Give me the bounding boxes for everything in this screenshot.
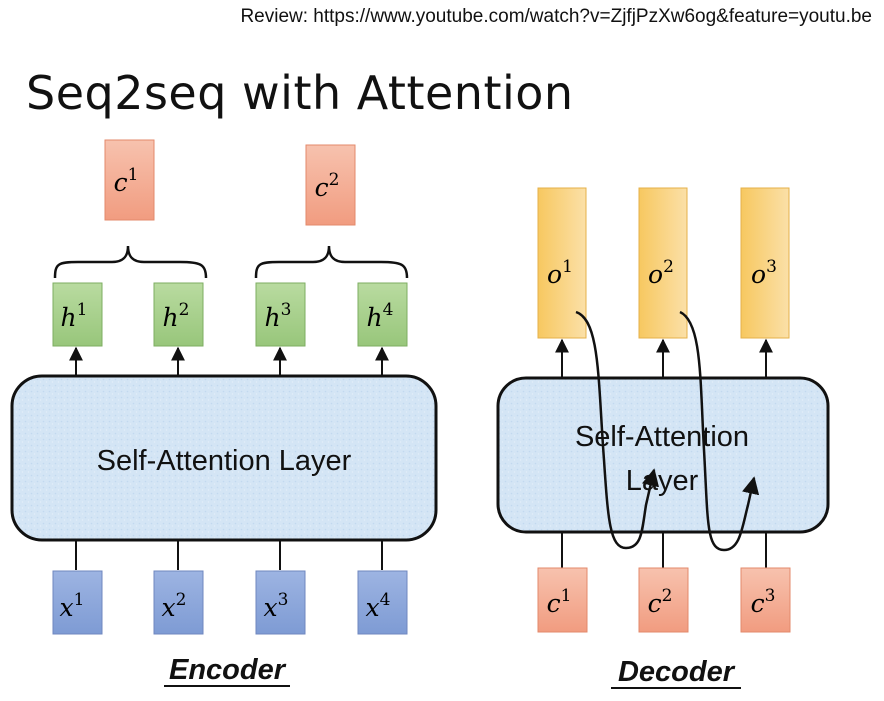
c2-base: c [315, 173, 329, 202]
o2-sup: 2 [663, 257, 674, 277]
h2-sup: 2 [179, 300, 190, 320]
encoder-input-x4: x4 [357, 570, 408, 635]
slide-title: Seq2seq with Attention [26, 66, 574, 120]
encoder-layer-label: Self-Attention Layer [97, 445, 352, 477]
svg-text:h2: h2 [163, 300, 190, 332]
brace-h1-h2 [53, 245, 208, 279]
svg-text:h1: h1 [61, 300, 88, 332]
encoder-input-x2: x2 [153, 570, 204, 635]
x1-base: x [60, 593, 74, 622]
svg-text:c1: c1 [114, 165, 139, 197]
encoder-caption: Encoder [169, 654, 287, 686]
c2-sup: 2 [329, 170, 340, 190]
decoder-self-attention-layer [496, 376, 830, 534]
encoder-input-x1: x1 [52, 570, 103, 635]
decoder-output-arrows [555, 338, 773, 378]
h4-base: h [367, 303, 383, 332]
o3-base: o [751, 260, 766, 289]
h3-sup: 3 [281, 300, 292, 320]
h3-base: h [265, 303, 281, 332]
svg-text:o3: o3 [751, 257, 777, 289]
encoder-output-h2: h2 [153, 282, 204, 347]
o2-base: o [648, 260, 663, 289]
svg-text:h4: h4 [367, 300, 394, 332]
h1-sup: 1 [77, 300, 88, 320]
svg-text:h3: h3 [265, 300, 292, 332]
h4-sup: 4 [383, 300, 394, 320]
svg-text:o1: o1 [547, 257, 573, 289]
encoder-input-connectors [75, 540, 383, 570]
encoder-context-c2: c2 [305, 144, 356, 226]
svg-text:c2: c2 [648, 586, 673, 618]
dc2-sup: 2 [662, 586, 673, 606]
o1-sup: 1 [562, 257, 573, 277]
encoder-output-arrows [69, 346, 389, 376]
encoder-input-x3: x3 [255, 570, 306, 635]
review-link-text: Review: https://www.youtube.com/watch?v=… [240, 6, 872, 27]
x3-base: x [264, 593, 278, 622]
encoder-output-h4: h4 [357, 282, 408, 347]
c1-base: c [114, 168, 128, 197]
encoder-output-h3: h3 [255, 282, 306, 347]
o1-base: o [547, 260, 562, 289]
x4-sup: 4 [380, 590, 391, 610]
brace-h3-h4 [254, 245, 409, 279]
feedback-arrow-o1 [575, 310, 660, 550]
dc1-base: c [547, 589, 561, 618]
dc3-sup: 3 [765, 586, 776, 606]
svg-text:x2: x2 [162, 590, 187, 622]
decoder-input-c1: c1 [537, 567, 588, 633]
dc1-sup: 1 [561, 586, 572, 606]
decoder-input-connectors [561, 532, 767, 568]
decoder-output-o3: o3 [740, 187, 790, 339]
c1-sup: 1 [128, 165, 139, 185]
decoder-layer-label-line2: Layer [626, 465, 699, 497]
x4-base: x [366, 593, 380, 622]
decoder-output-o1: o1 [537, 187, 587, 339]
decoder-input-c3: c3 [740, 567, 791, 633]
decoder-input-c2: c2 [638, 567, 689, 633]
feedback-arrow-o2 [679, 310, 760, 552]
svg-text:x4: x4 [366, 590, 391, 622]
encoder-context-c1: c1 [104, 139, 155, 221]
decoder-output-o2: o2 [638, 187, 688, 339]
x1-sup: 1 [74, 590, 85, 610]
x3-sup: 3 [278, 590, 289, 610]
h2-base: h [163, 303, 179, 332]
x2-sup: 2 [176, 590, 187, 610]
svg-text:x3: x3 [264, 590, 289, 622]
dc2-base: c [648, 589, 662, 618]
h1-base: h [61, 303, 77, 332]
decoder-caption: Decoder [618, 656, 736, 688]
svg-text:c2: c2 [315, 170, 340, 202]
svg-text:o2: o2 [648, 257, 674, 289]
encoder-output-h1: h1 [52, 282, 103, 347]
svg-text:x1: x1 [60, 590, 85, 622]
encoder-self-attention-layer [10, 374, 438, 542]
svg-text:c3: c3 [751, 586, 776, 618]
x2-base: x [162, 593, 176, 622]
dc3-base: c [751, 589, 765, 618]
o3-sup: 3 [766, 257, 777, 277]
svg-text:c1: c1 [547, 586, 572, 618]
